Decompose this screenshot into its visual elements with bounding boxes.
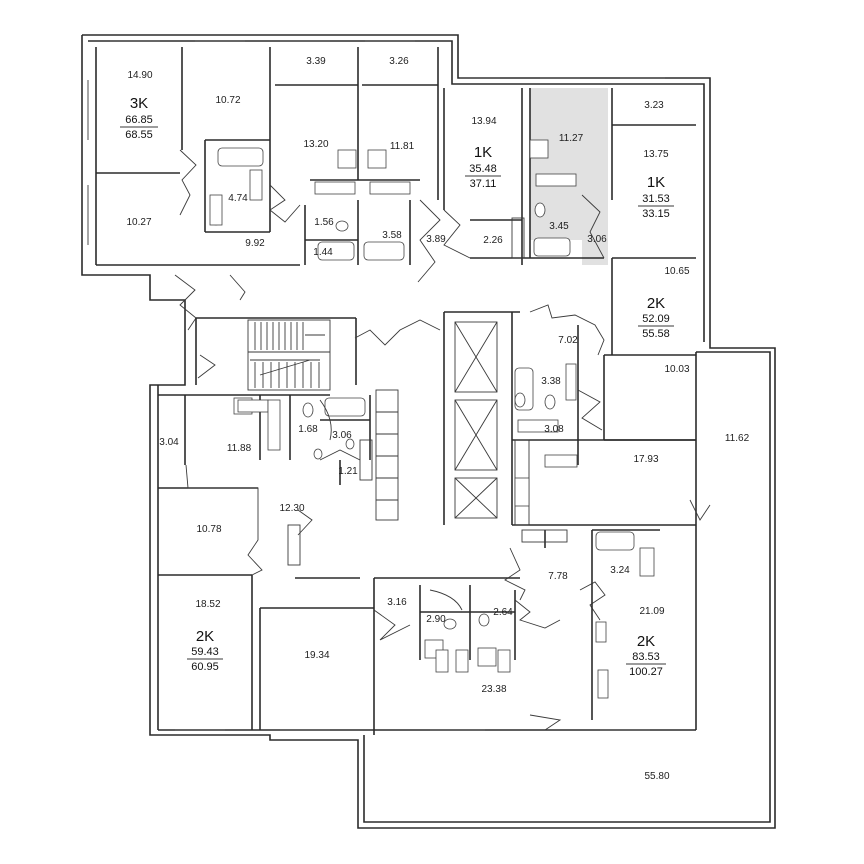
- room-area-label: 18.52: [195, 599, 220, 610]
- apartment-type: 1K: [647, 174, 665, 191]
- room-area-label: 3.24: [610, 565, 630, 576]
- room-area-label: 2.90: [426, 614, 446, 625]
- exterior-walls: [81, 34, 776, 829]
- room-area-label: 3.39: [306, 56, 326, 67]
- apartment-type: 2K: [196, 628, 214, 645]
- room-area-label: 9.92: [245, 238, 265, 249]
- room-area-label: 2.26: [483, 235, 503, 246]
- room-area-label: 55.80: [644, 771, 669, 782]
- vent-shafts: [287, 217, 568, 566]
- room-area-label: 11.27: [559, 133, 584, 144]
- apartment-type: 2K: [647, 295, 665, 312]
- room-area-label: 21.09: [639, 606, 664, 617]
- room-area-label: 3.06: [332, 430, 352, 441]
- room-area-label: 13.20: [303, 139, 328, 150]
- room-area-label: 10.72: [215, 95, 240, 106]
- room-area-label: 11.88: [227, 443, 252, 454]
- apartment-2K-83: 2K 83.53 100.27: [626, 633, 666, 678]
- apartment-type: 1K: [474, 144, 492, 161]
- room-area-label: 13.94: [471, 116, 496, 127]
- room-area-label: 10.65: [664, 266, 689, 277]
- room-area-label: 13.75: [643, 149, 668, 160]
- room-area-label: 2.64: [493, 607, 513, 618]
- apartment-area: 31.53: [642, 193, 670, 205]
- room-area-label: 10.78: [196, 524, 221, 535]
- apartment-1K-31: 1K 31.53 33.15: [638, 174, 674, 220]
- room-area-label: 1.44: [313, 247, 333, 258]
- apartment-total-area: 60.95: [191, 661, 219, 673]
- room-area-label: 3.06: [587, 234, 607, 245]
- stairs: [247, 319, 331, 391]
- apartment-total-area: 37.11: [470, 178, 497, 190]
- elevators: [454, 321, 498, 519]
- room-area-label: 3.08: [544, 424, 564, 435]
- kitchen-counters: [209, 169, 578, 673]
- apartment-total-area: 33.15: [642, 208, 670, 220]
- room-area-label: 19.34: [304, 650, 329, 661]
- room-area-label: 7.02: [558, 335, 578, 346]
- apartment-area: 35.48: [469, 163, 497, 175]
- room-area-label: 3.26: [389, 56, 409, 67]
- apartment-type: 3K: [130, 95, 148, 112]
- room-area-label: 1.21: [338, 466, 358, 477]
- windows: [87, 40, 665, 731]
- room-area-label: 1.56: [314, 217, 334, 228]
- apartment-total-area: 68.55: [125, 129, 153, 141]
- apartment-area: 59.43: [191, 646, 219, 658]
- room-area-label: 3.89: [426, 234, 446, 245]
- apartment-2K-59: 2K 59.43 60.95: [187, 628, 223, 673]
- apartment-3K: 3K 66.85 68.55: [120, 95, 158, 141]
- room-area-label: 11.81: [390, 141, 415, 152]
- room-area-label: 10.27: [126, 217, 151, 228]
- apartment-area: 83.53: [632, 651, 660, 663]
- room-area-label: 23.38: [481, 684, 506, 695]
- apartment-area: 52.09: [642, 313, 670, 325]
- room-area-label: 3.04: [159, 437, 179, 448]
- room-area-label: 3.23: [644, 100, 664, 111]
- room-area-label: 3.38: [541, 376, 561, 387]
- interior-walls: [95, 47, 711, 735]
- room-area-label: 4.74: [228, 193, 248, 204]
- room-area-label: 14.90: [127, 70, 152, 81]
- apartment-type: 2K: [637, 633, 655, 650]
- room-area-label: 3.16: [387, 597, 407, 608]
- room-area-label: 1.68: [298, 424, 318, 435]
- room-area-label: 11.62: [725, 433, 750, 444]
- room-area-label: 10.03: [664, 364, 689, 375]
- apartment-2K-52: 2K 52.09 55.58: [638, 295, 674, 340]
- room-area-label: 12.30: [279, 503, 304, 514]
- room-area-label: 17.93: [633, 454, 658, 465]
- apartment-area: 66.85: [125, 114, 153, 126]
- room-area-label: 3.45: [549, 221, 569, 232]
- room-area-label: 3.58: [382, 230, 402, 241]
- apartment-total-area: 100.27: [629, 666, 663, 678]
- room-area-labels: 14.90 10.72 3.39 3.26 10.27 4.74 13.20 1…: [126, 56, 749, 782]
- apartment-total-area: 55.58: [642, 328, 670, 340]
- apartment-1K-35: 1K 35.48 37.11: [465, 144, 501, 190]
- room-area-label: 7.78: [548, 571, 568, 582]
